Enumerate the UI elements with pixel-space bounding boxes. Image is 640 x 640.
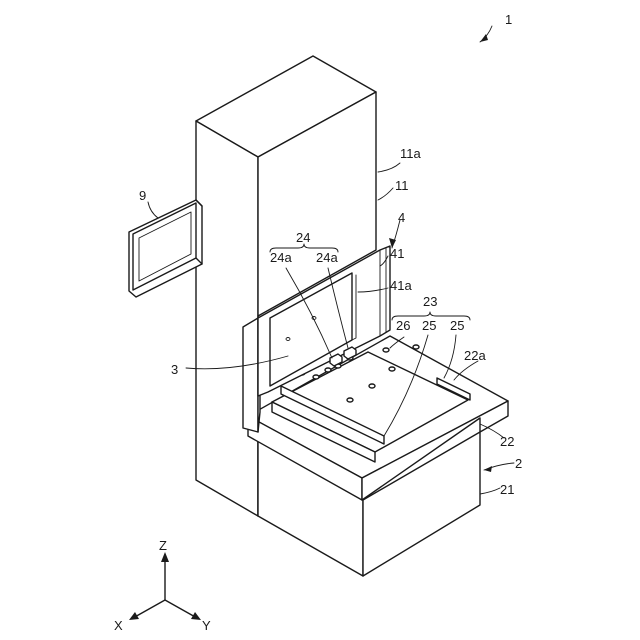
label-22a: 22a	[464, 348, 486, 363]
label-25-left: 25	[422, 318, 436, 333]
label-26: 26	[396, 318, 410, 333]
label-22: 22	[500, 434, 514, 449]
label-11a: 11a	[400, 146, 421, 161]
axes-triad: Z X Y	[114, 538, 211, 633]
label-23: 23	[423, 294, 437, 309]
axis-y-line	[165, 600, 197, 618]
column-left-face	[196, 121, 258, 516]
axis-x-line	[133, 600, 165, 618]
axis-z-label: Z	[159, 538, 167, 553]
label-9: 9	[139, 188, 146, 203]
label-24: 24	[296, 230, 310, 245]
axis-x-label: X	[114, 618, 123, 633]
door-left-side	[243, 318, 258, 432]
label-2: 2	[515, 456, 522, 471]
label-3: 3	[171, 362, 178, 377]
label-25-right: 25	[450, 318, 464, 333]
label-24a-left: 24a	[270, 250, 292, 265]
axis-y-label: Y	[202, 618, 211, 633]
label-21: 21	[500, 482, 514, 497]
label-41a: 41a	[390, 278, 412, 293]
label-41: 41	[390, 246, 404, 261]
axis-z-arrow	[161, 552, 169, 562]
monitor	[129, 200, 202, 297]
label-1: 1	[505, 12, 512, 27]
label-4: 4	[398, 210, 405, 225]
label-24a-right: 24a	[316, 250, 338, 265]
label-11: 11	[395, 178, 409, 193]
